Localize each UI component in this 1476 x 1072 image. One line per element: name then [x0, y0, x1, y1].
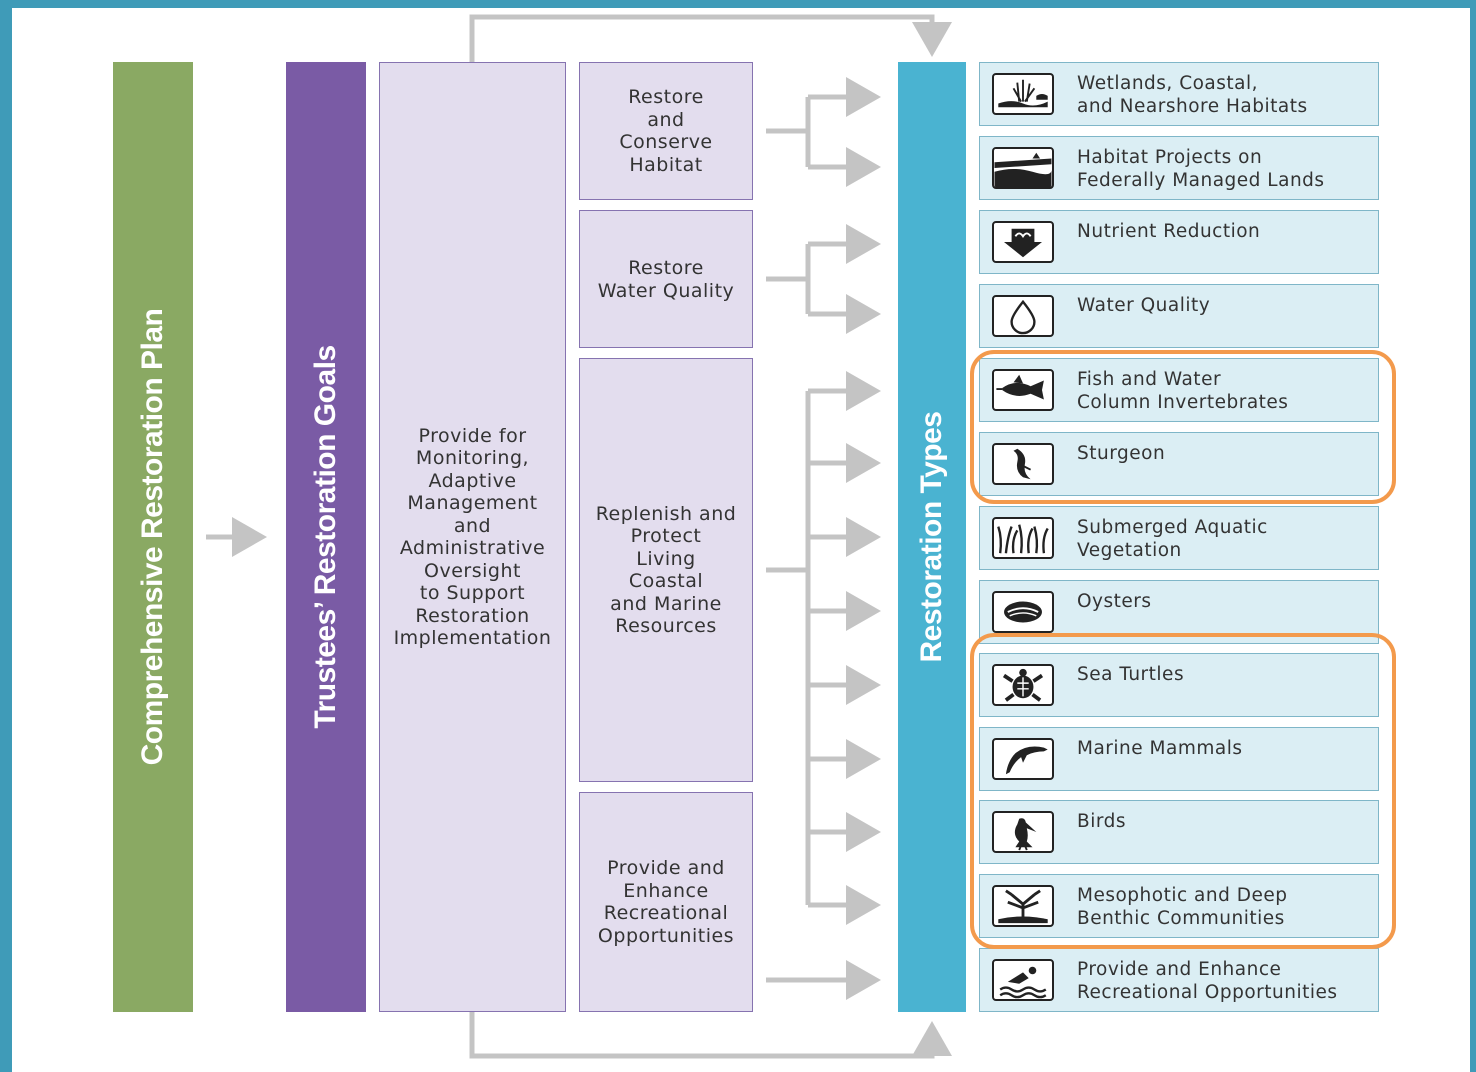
- goals-label: Trustees’ Restoration Goals: [309, 345, 342, 729]
- type-label: Habitat Projects on Federally Managed La…: [1077, 147, 1325, 191]
- type-sea-turtles: Sea Turtles: [979, 653, 1379, 717]
- loop-top: [469, 14, 952, 62]
- type-label: Provide and Enhance Recreational Opportu…: [1077, 959, 1338, 1003]
- goal-living-resources-box: Replenish and Protect Living Coastal and…: [579, 358, 753, 782]
- fish-icon: [992, 369, 1054, 411]
- type-label: Submerged Aquatic Vegetation: [1077, 517, 1268, 561]
- bracket-living-resources: [766, 391, 811, 905]
- goal-habitat-box: Restore and Conserve Habitat: [579, 62, 753, 200]
- type-label: Oysters: [1077, 591, 1152, 612]
- goal-water-quality-box: Restore Water Quality: [579, 210, 753, 348]
- type-wetlands: Wetlands, Coastal, and Nearshore Habitat…: [979, 62, 1379, 126]
- oversight-box: Provide for Monitoring, Adaptive Managem…: [379, 62, 566, 1012]
- plan-label: Comprehensive Restoration Plan: [136, 308, 169, 766]
- type-label: Marine Mammals: [1077, 738, 1243, 759]
- type-marine-mammals: Marine Mammals: [979, 727, 1379, 791]
- type-label: Nutrient Reduction: [1077, 221, 1261, 242]
- goal-recreational-box: Provide and Enhance Recreational Opportu…: [579, 792, 753, 1012]
- type-submerged-vegetation: Submerged Aquatic Vegetation: [979, 506, 1379, 570]
- highlight-protected-species: [970, 633, 1396, 949]
- swimmer-icon: [992, 959, 1054, 1001]
- goal-recreational-text: Provide and Enhance Recreational Opportu…: [597, 857, 735, 947]
- type-label: Sturgeon: [1077, 443, 1166, 464]
- goal-living-resources-text: Replenish and Protect Living Coastal and…: [595, 502, 737, 638]
- federal-lands-icon: [992, 147, 1054, 189]
- type-fish: Fish and Water Column Invertebrates: [979, 358, 1379, 422]
- comprehensive-restoration-plan-bar: Comprehensive Restoration Plan: [113, 62, 193, 1012]
- dolphin-icon: [992, 738, 1054, 780]
- goal-water-quality-text: Restore Water Quality: [597, 257, 735, 302]
- nutrient-reduction-icon: [992, 221, 1054, 263]
- loop-bottom: [469, 1012, 952, 1059]
- type-label: Birds: [1077, 811, 1126, 832]
- type-label: Mesophotic and Deep Benthic Communities: [1077, 885, 1288, 929]
- type-label: Fish and Water Column Invertebrates: [1077, 369, 1289, 413]
- frame-left: [0, 0, 12, 1072]
- type-sturgeon: Sturgeon: [979, 432, 1379, 496]
- oversight-text: Provide for Monitoring, Adaptive Managem…: [393, 424, 552, 650]
- highlight-fish-sturgeon: [970, 350, 1396, 504]
- type-water-quality: Water Quality: [979, 284, 1379, 348]
- bracket-habitat: [766, 97, 811, 167]
- type-label: Sea Turtles: [1077, 664, 1185, 685]
- frame-top: [0, 0, 1476, 8]
- oyster-icon: [992, 591, 1054, 633]
- type-birds: Birds: [979, 800, 1379, 864]
- wetlands-icon: [992, 73, 1054, 115]
- water-drop-icon: [992, 295, 1054, 337]
- pelican-icon: [992, 811, 1054, 853]
- sturgeon-icon: [992, 443, 1054, 485]
- type-federal-lands: Habitat Projects on Federally Managed La…: [979, 136, 1379, 200]
- type-recreational: Provide and Enhance Recreational Opportu…: [979, 948, 1379, 1012]
- type-nutrient-reduction: Nutrient Reduction: [979, 210, 1379, 274]
- bracket-water-quality: [766, 244, 811, 314]
- restoration-types-bar: Restoration Types: [898, 62, 966, 1012]
- sea-turtle-icon: [992, 664, 1054, 706]
- types-label: Restoration Types: [915, 411, 948, 663]
- type-label: Wetlands, Coastal, and Nearshore Habitat…: [1077, 73, 1308, 117]
- trustees-restoration-goals-bar: Trustees’ Restoration Goals: [286, 62, 366, 1012]
- type-mesophotic: Mesophotic and Deep Benthic Communities: [979, 874, 1379, 938]
- goal-habitat-text: Restore and Conserve Habitat: [619, 86, 713, 176]
- frame-right: [1470, 0, 1476, 1072]
- seagrass-icon: [992, 517, 1054, 559]
- type-label: Water Quality: [1077, 295, 1211, 316]
- coral-icon: [992, 885, 1054, 927]
